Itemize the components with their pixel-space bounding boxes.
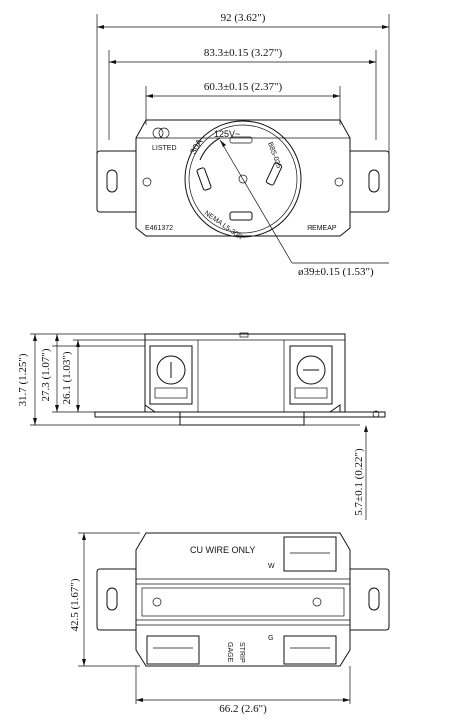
left-screw-hole bbox=[142, 177, 152, 187]
top-view: 92 (3.62") 83.3±0.15 (3.27") 60.3±0.15 (… bbox=[96, 11, 390, 278]
receptacle-face bbox=[184, 120, 302, 238]
slot-ground bbox=[229, 211, 253, 221]
dim-inner-label: 60.3±0.15 (2.37") bbox=[204, 81, 283, 93]
terminal-left bbox=[149, 345, 193, 405]
back-view: 42.5 (1.67") CU WIRE ONLY W STRIP GAGE G bbox=[69, 532, 390, 715]
right-slot bbox=[368, 169, 380, 193]
terminal-screw-right bbox=[296, 355, 326, 385]
dim-inner: 60.3±0.15 (2.37") bbox=[145, 81, 341, 125]
back-terminal-w bbox=[283, 536, 337, 572]
dim-body-height-label: 27.3 (1.07") bbox=[40, 348, 52, 401]
center-screw bbox=[238, 174, 248, 184]
label-part-code: B8S-025 bbox=[266, 141, 282, 169]
dim-dia-label: ø39±0.15 (1.53") bbox=[298, 266, 374, 278]
label-strip: STRIP bbox=[238, 642, 245, 663]
dim-width-label: 66.2 (2.6") bbox=[219, 703, 267, 715]
label-model: E461372 bbox=[145, 225, 173, 232]
right-screw-hole bbox=[334, 177, 344, 187]
dim-overall-label: 92 (3.62") bbox=[221, 12, 266, 24]
side-base bbox=[179, 411, 305, 426]
dim-body-label: 83.3±0.15 (3.27") bbox=[204, 47, 283, 59]
left-slot bbox=[106, 169, 118, 193]
terminal-screw-left bbox=[156, 355, 186, 385]
back-plate bbox=[141, 587, 345, 617]
label-brand: ЯEMEAP bbox=[307, 225, 337, 232]
label-volts: 125V~ bbox=[214, 129, 240, 139]
dim-strap-label: 5.7±0.1 (0.22") bbox=[353, 448, 365, 516]
label-g: G bbox=[268, 635, 273, 642]
label-amps: 30A bbox=[188, 137, 205, 156]
ul-mark-icon bbox=[152, 127, 164, 139]
dim-overall: 92 (3.62") bbox=[96, 11, 390, 200]
side-view: 31.7 (1.25") 27.3 (1.07") 26.1 (1.03") bbox=[17, 332, 386, 520]
housing-outline bbox=[135, 119, 351, 237]
mounting-strap bbox=[94, 404, 386, 418]
terminal-right bbox=[289, 345, 333, 405]
back-terminal-left bbox=[146, 635, 200, 665]
back-left-ear bbox=[96, 568, 136, 631]
slot-1 bbox=[196, 167, 212, 191]
dia-leader bbox=[219, 139, 293, 264]
slot-2 bbox=[265, 162, 283, 186]
dim-total-label: 31.7 (1.25") bbox=[17, 353, 29, 406]
label-cert: LISTED bbox=[152, 145, 177, 152]
dim-body: 83.3±0.15 (3.27") bbox=[108, 47, 377, 140]
label-gage: GAGE bbox=[226, 642, 233, 663]
label-w: W bbox=[268, 563, 275, 570]
left-ear bbox=[96, 150, 136, 213]
dim-height-label: 42.5 (1.67") bbox=[69, 578, 81, 631]
back-right-ear bbox=[350, 568, 390, 631]
label-cu-wire: CU WIRE ONLY bbox=[190, 545, 255, 555]
back-housing bbox=[135, 532, 351, 667]
ul-mark-icon-2 bbox=[158, 127, 170, 139]
back-terminal-g bbox=[283, 635, 337, 665]
right-ear bbox=[350, 150, 390, 213]
dim-face-label: 26.1 (1.03") bbox=[61, 351, 73, 404]
